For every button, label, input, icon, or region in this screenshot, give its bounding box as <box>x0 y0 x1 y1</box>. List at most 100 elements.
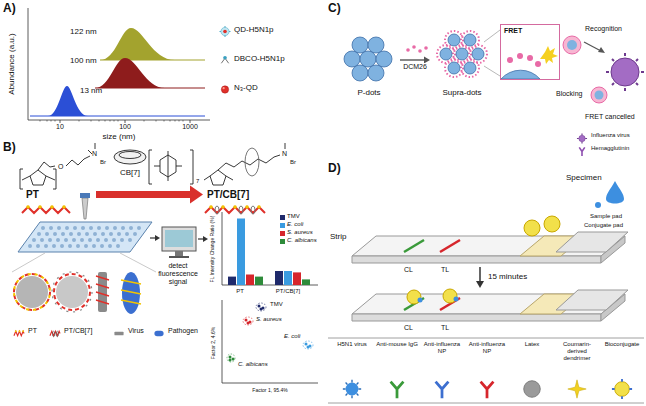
arrowhead <box>190 186 203 204</box>
legend-icon-graphic <box>48 328 62 339</box>
connector-arrow <box>96 186 203 204</box>
inset-box: FRET <box>500 24 560 80</box>
legend-icon <box>575 146 589 157</box>
label-text: 100 nm <box>70 56 97 65</box>
label-text: C) <box>328 2 341 16</box>
legend-text: Bioconjugate <box>600 341 644 348</box>
label-text: TMV <box>270 301 283 308</box>
legend-text: N₃-QD <box>234 83 258 92</box>
label-text: Br <box>290 159 296 166</box>
label-text: S. aureus <box>256 316 282 323</box>
label-text: 7 <box>196 178 199 185</box>
legend-icon-graphic <box>386 378 408 400</box>
legend-icon <box>112 328 126 339</box>
legend-text: QD-H5N1p <box>234 25 274 34</box>
legend-icon-graphic <box>575 146 589 157</box>
label-text: FRET cancelled <box>585 113 635 121</box>
label-text: Blocking <box>556 90 582 98</box>
label-text: E. coli <box>284 333 300 340</box>
legend-text: Pathogen <box>168 327 198 335</box>
legend-icon <box>611 378 633 400</box>
legend-text: PT <box>28 327 37 335</box>
legend-text: Anti-influenza NP <box>465 341 509 355</box>
label-text: FL Intensity Change Ratio (%) <box>210 216 216 283</box>
legend-icon-graphic <box>575 133 589 144</box>
label-text: C. albicans <box>238 361 268 368</box>
legend-icon-graphic <box>152 328 166 339</box>
lateral-flow-strip <box>328 181 644 403</box>
label-text: A) <box>3 2 16 16</box>
legend-icon <box>12 328 26 339</box>
legend-icon <box>476 378 498 400</box>
label-text: Factor 1, 95.4% <box>252 388 287 394</box>
legend-icon-graphic <box>476 378 498 400</box>
legend-icon <box>48 328 62 339</box>
label-text: Strip <box>330 232 346 241</box>
legend-icon <box>521 378 543 400</box>
edge-label: DCM26 <box>402 63 428 71</box>
label-text: PT/CB[7] <box>276 288 300 295</box>
pdots-illustration <box>344 37 392 81</box>
legend-icon-graphic <box>218 26 232 37</box>
legend-icon-graphic <box>521 378 543 400</box>
legend-icon <box>218 84 232 95</box>
well-plate <box>12 193 156 272</box>
label-text: O <box>58 163 63 171</box>
label-text: CL <box>404 324 413 332</box>
legend-icon-graphic <box>566 378 588 400</box>
legend-icon-graphic <box>218 55 232 66</box>
node-text: PT/CB[7] <box>207 189 249 201</box>
legend-icon-graphic <box>431 378 453 400</box>
legend-swatch <box>280 231 285 236</box>
dcm26-molecules <box>406 45 428 53</box>
legend-icon-graphic <box>112 328 126 339</box>
legend-text: H5N1 virus <box>330 341 374 348</box>
legend-icon-graphic <box>12 328 26 339</box>
legend-text: Latex <box>510 341 554 348</box>
chemical-structures <box>20 143 285 189</box>
label-text: Sample pad <box>590 213 622 220</box>
scatter-plot <box>222 300 318 383</box>
label-text: 1000 <box>182 123 198 131</box>
legend-text: E. coli <box>287 221 303 228</box>
label-text: Recognition <box>585 25 622 33</box>
label-text: Abundance (a.u.) <box>7 33 16 94</box>
label-text: 15 minutes <box>488 272 527 281</box>
node-text: FRET <box>504 27 522 35</box>
legend-text: Anti-influenza NP <box>420 341 464 355</box>
polymer-label: PT/CB[7] <box>203 186 263 203</box>
connector-line <box>400 59 425 60</box>
label-text: N <box>282 150 287 158</box>
legend-icon <box>566 378 588 400</box>
label-text: N <box>92 150 97 158</box>
legend-text: Influenza virus <box>591 132 630 139</box>
particle-group: P-dots <box>338 22 400 98</box>
legend-text: DBCO-H5N1p <box>234 54 285 63</box>
bar-chart <box>222 212 318 285</box>
label-text: size (nm) <box>103 132 136 141</box>
label-text: B) <box>3 141 16 155</box>
connector-line <box>96 191 193 198</box>
label-text: D) <box>328 162 341 176</box>
particles <box>14 272 141 314</box>
label-text: Br <box>100 159 106 166</box>
legend-icon <box>431 378 453 400</box>
polymer-label: PT <box>22 186 96 203</box>
label-text: PT <box>236 288 244 295</box>
legend-text: TMV <box>287 213 300 220</box>
legend-icon <box>152 328 166 339</box>
legend-icon <box>218 26 232 37</box>
legend-icon <box>575 133 589 144</box>
label-text: CL <box>404 266 413 274</box>
label-text: CB[7] <box>120 168 140 177</box>
legend-text: Anti-mouse IgG <box>375 341 419 348</box>
legend-icon-graphic <box>611 378 633 400</box>
node-text: Supra-dots <box>442 88 481 97</box>
label-text: 10 <box>56 123 64 131</box>
supradots-illustration <box>437 30 500 77</box>
legend-swatch <box>280 239 285 244</box>
label-text: detect fluorescence signal <box>150 262 206 286</box>
